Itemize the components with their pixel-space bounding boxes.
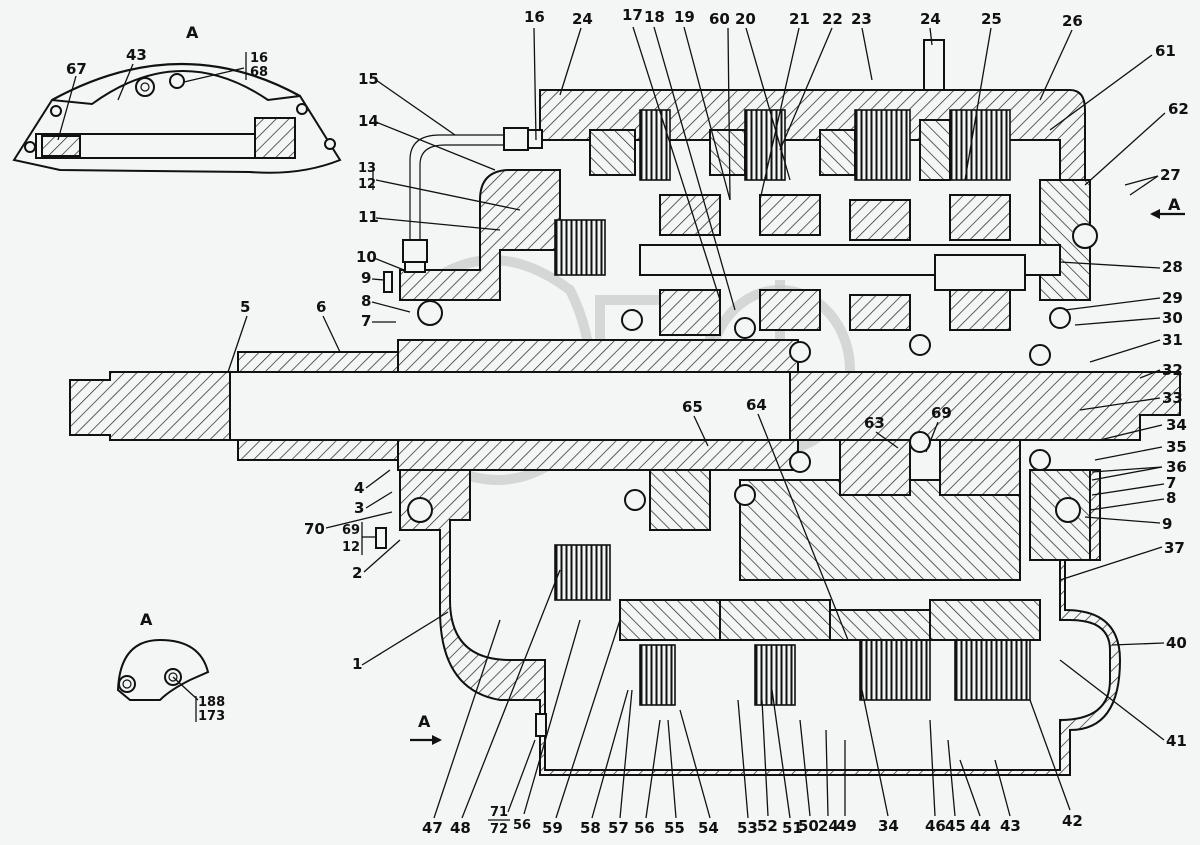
- label-29: 29: [1162, 289, 1183, 307]
- label-24: 24: [572, 10, 593, 28]
- oil-pipe: [402, 39, 945, 273]
- label-26: 26: [1062, 12, 1083, 30]
- label-20: 20: [735, 10, 756, 28]
- bearings: [407, 223, 1098, 523]
- label-6: 6: [316, 298, 326, 316]
- label-37: 37: [1164, 539, 1185, 557]
- label-56-left: 56: [513, 818, 531, 833]
- label-59: 59: [542, 819, 563, 837]
- label-43-inset: 43: [126, 46, 147, 64]
- label-70: 70: [304, 520, 325, 538]
- label-51: 51: [782, 819, 803, 837]
- view-arrow-a-right: A: [1168, 195, 1181, 214]
- view-arrow-a-bottom: A: [418, 712, 431, 731]
- label-53: 53: [737, 819, 758, 837]
- label-62: 62: [1168, 100, 1189, 118]
- label-13: 13: [358, 161, 376, 176]
- label-18: 18: [644, 8, 665, 26]
- label-15: 15: [358, 70, 379, 88]
- label-4: 4: [354, 479, 364, 497]
- label-45: 45: [945, 817, 966, 835]
- inset-view-a-bottom: A 188 173: [116, 610, 225, 724]
- label-41: 41: [1166, 732, 1187, 750]
- gears: [589, 119, 1041, 641]
- label-54: 54: [698, 819, 719, 837]
- label-12-top: 12: [358, 177, 376, 192]
- shafts: [69, 244, 1181, 471]
- label-55: 55: [664, 819, 685, 837]
- label-67-inset: 67: [66, 60, 87, 78]
- label-9-right: 9: [1162, 515, 1172, 533]
- label-16: 16: [524, 8, 545, 26]
- label-46: 46: [925, 817, 946, 835]
- inset-bottom-title: A: [140, 610, 153, 629]
- label-60: 60: [709, 10, 730, 28]
- label-68-inset: 68: [250, 65, 268, 80]
- label-3: 3: [354, 499, 364, 517]
- inset-view-a-top: A 67 43 16 68: [12, 23, 342, 174]
- label-44: 44: [970, 817, 991, 835]
- label-36: 36: [1166, 458, 1187, 476]
- label-72: 72: [490, 822, 508, 837]
- label-7-right: 7: [1166, 474, 1176, 492]
- callouts-center: 65 64 63 69: [682, 396, 952, 641]
- label-188: 188: [198, 695, 225, 710]
- label-11: 11: [358, 208, 379, 226]
- label-8-left: 8: [361, 292, 371, 310]
- label-12-bottom: 12: [342, 540, 360, 555]
- label-16-inset: 16: [250, 51, 268, 66]
- label-48: 48: [450, 819, 471, 837]
- label-21: 21: [789, 10, 810, 28]
- label-7-left: 7: [361, 312, 371, 330]
- label-47: 47: [422, 819, 443, 837]
- label-24-bottom: 24: [818, 817, 839, 835]
- label-19: 19: [674, 8, 695, 26]
- label-33: 33: [1162, 389, 1183, 407]
- label-30: 30: [1162, 309, 1183, 327]
- label-65: 65: [682, 398, 703, 416]
- label-57: 57: [608, 819, 629, 837]
- label-1: 1: [352, 655, 362, 673]
- label-50: 50: [798, 817, 819, 835]
- label-64: 64: [746, 396, 767, 414]
- callouts-top: 16 24 17 18 19 60 20 21 22 23 24 25 26: [524, 6, 1083, 311]
- label-69-center: 69: [931, 404, 952, 422]
- label-69-left: 69: [342, 523, 360, 538]
- label-40: 40: [1166, 634, 1187, 652]
- label-49: 49: [836, 817, 857, 835]
- label-61: 61: [1155, 42, 1176, 60]
- label-32: 32: [1162, 361, 1183, 379]
- inset-top-title: A: [186, 23, 199, 42]
- label-17: 17: [622, 6, 643, 24]
- label-34-right: 34: [1166, 416, 1187, 434]
- label-2: 2: [352, 564, 362, 582]
- label-31: 31: [1162, 331, 1183, 349]
- label-71: 71: [490, 805, 508, 820]
- label-173: 173: [198, 709, 225, 724]
- callouts-right: 61 62 27 A 28 29 30 31 32 33 34 35 36 7 …: [1049, 42, 1189, 750]
- callouts-left: 15 14 13 12 11 10 9 8 7 5 6 4 3 70 69 12…: [227, 70, 521, 745]
- label-23: 23: [851, 10, 872, 28]
- label-27: 27: [1160, 166, 1181, 184]
- label-34-bottom: 34: [878, 817, 899, 835]
- label-35: 35: [1166, 438, 1187, 456]
- label-9-left: 9: [361, 269, 371, 287]
- label-25: 25: [981, 10, 1002, 28]
- label-8-right: 8: [1166, 489, 1176, 507]
- label-5: 5: [240, 298, 250, 316]
- callouts-bottom: 47 48 71 72 56 59 58 57 56 55 54 53 52 5…: [422, 569, 1083, 837]
- label-42: 42: [1062, 812, 1083, 830]
- label-10: 10: [356, 248, 377, 266]
- label-28: 28: [1162, 258, 1183, 276]
- label-43: 43: [1000, 817, 1021, 835]
- label-58: 58: [580, 819, 601, 837]
- label-52: 52: [757, 817, 778, 835]
- label-56: 56: [634, 819, 655, 837]
- label-14: 14: [358, 112, 379, 130]
- label-63: 63: [864, 414, 885, 432]
- label-22: 22: [822, 10, 843, 28]
- label-24-right: 24: [920, 10, 941, 28]
